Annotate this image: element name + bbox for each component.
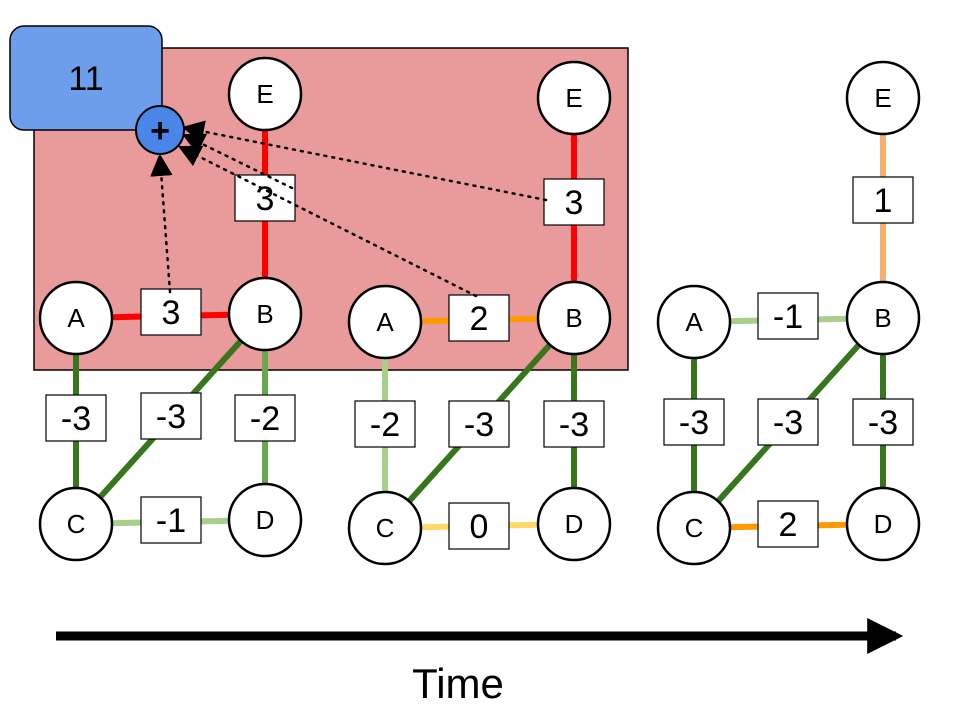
edge-weight-box	[140, 288, 202, 336]
edge-weight-box	[140, 496, 202, 544]
sum-arrow-from-eb-weight-1	[181, 133, 294, 190]
edge-weight-label: -3	[61, 400, 91, 438]
edge-weight-box	[852, 398, 914, 446]
edge-weight-label: -3	[679, 404, 709, 442]
plus-circle	[135, 105, 185, 155]
plus-node: +	[135, 105, 185, 155]
edge-weight-box	[354, 400, 416, 448]
node-label: A	[685, 307, 703, 337]
node-e	[845, 60, 921, 136]
edge-weight-label: -3	[773, 404, 803, 442]
node-a	[347, 284, 423, 360]
sum-arrow-from-ab-weight-2	[177, 145, 478, 298]
edge-weight-label: 0	[470, 508, 489, 546]
edge-weight-label: -3	[464, 406, 494, 444]
edge-weight-box	[543, 178, 605, 226]
node-c	[38, 486, 114, 562]
edge-weight-label: -1	[773, 298, 803, 336]
edge-weight-label: -2	[370, 406, 400, 444]
node-d	[845, 486, 921, 562]
edge-weight-label: -2	[250, 400, 280, 438]
edge-weight-box	[234, 394, 296, 442]
node-b	[227, 276, 303, 352]
node-label: D	[256, 505, 275, 535]
sum-box-rect	[9, 25, 163, 131]
edge-weight-box	[663, 398, 725, 446]
node-label: B	[874, 303, 891, 333]
edge-weight-label: 3	[565, 184, 584, 222]
node-c	[347, 490, 423, 566]
edge-weight-box	[448, 400, 510, 448]
sum-arrow-from-eb-weight-2	[181, 120, 548, 202]
node-d	[227, 482, 303, 558]
edge-weight-label: -3	[559, 406, 589, 444]
edge-weight-label: 1	[874, 182, 893, 220]
node-b	[536, 280, 612, 356]
edge-weight-box	[140, 392, 202, 440]
node-label: A	[67, 303, 85, 333]
sum-arrows	[150, 120, 548, 298]
edge-weight-box	[543, 400, 605, 448]
edge-weight-box	[234, 174, 296, 222]
node-label: B	[256, 299, 273, 329]
edge-weight-box	[45, 394, 107, 442]
edge-weight-box	[448, 502, 510, 550]
graph-snapshot-3: 1 -1 -3 -3 -3 2 E A B C D	[656, 60, 921, 566]
node-label: E	[256, 79, 273, 109]
edge-weight-box	[757, 292, 819, 340]
node-c	[656, 490, 732, 566]
graph-snapshot-2: 3 2 -2 -3 -3 0 E A B C D	[347, 60, 612, 566]
edge-weight-box	[757, 398, 819, 446]
time-label: Time	[412, 660, 504, 707]
node-e	[227, 56, 303, 132]
node-a	[656, 284, 732, 360]
sum-arrow-from-ab-weight	[150, 153, 173, 294]
node-a	[38, 280, 114, 356]
edge-weight-label: 2	[779, 506, 798, 544]
node-label: D	[565, 509, 584, 539]
plus-symbol: +	[150, 112, 170, 150]
node-label: B	[565, 303, 582, 333]
time-axis: Time	[56, 618, 904, 707]
node-label: E	[565, 83, 582, 113]
edge-weight-label: -3	[156, 398, 186, 436]
node-label: C	[685, 513, 704, 543]
node-label: D	[874, 509, 893, 539]
graphs-layer: 3 3 -3 -3 -2 -1 E A B C D 3 2 -2 -3 -3 0 E A B C D 1 -1 -3 -3 -3 2 E…	[38, 56, 921, 566]
sum-box: 11	[9, 25, 163, 131]
node-e	[536, 60, 612, 136]
sum-box-value: 11	[68, 60, 103, 98]
edge-weight-box	[448, 294, 510, 342]
edge-weight-box	[757, 500, 819, 548]
edge-weight-label: 3	[256, 180, 275, 218]
node-label: A	[376, 307, 394, 337]
node-d	[536, 486, 612, 562]
edge-weight-box	[852, 176, 914, 224]
edge-weight-label: 3	[162, 294, 181, 332]
node-b	[845, 280, 921, 356]
graph-snapshot-1: 3 3 -3 -3 -2 -1 E A B C D	[38, 56, 303, 562]
node-label: C	[67, 509, 86, 539]
edge-weight-label: -1	[156, 502, 186, 540]
edge-weight-label: -3	[868, 404, 898, 442]
node-label: E	[874, 83, 891, 113]
edge-weight-label: 2	[470, 300, 489, 338]
node-label: C	[376, 513, 395, 543]
